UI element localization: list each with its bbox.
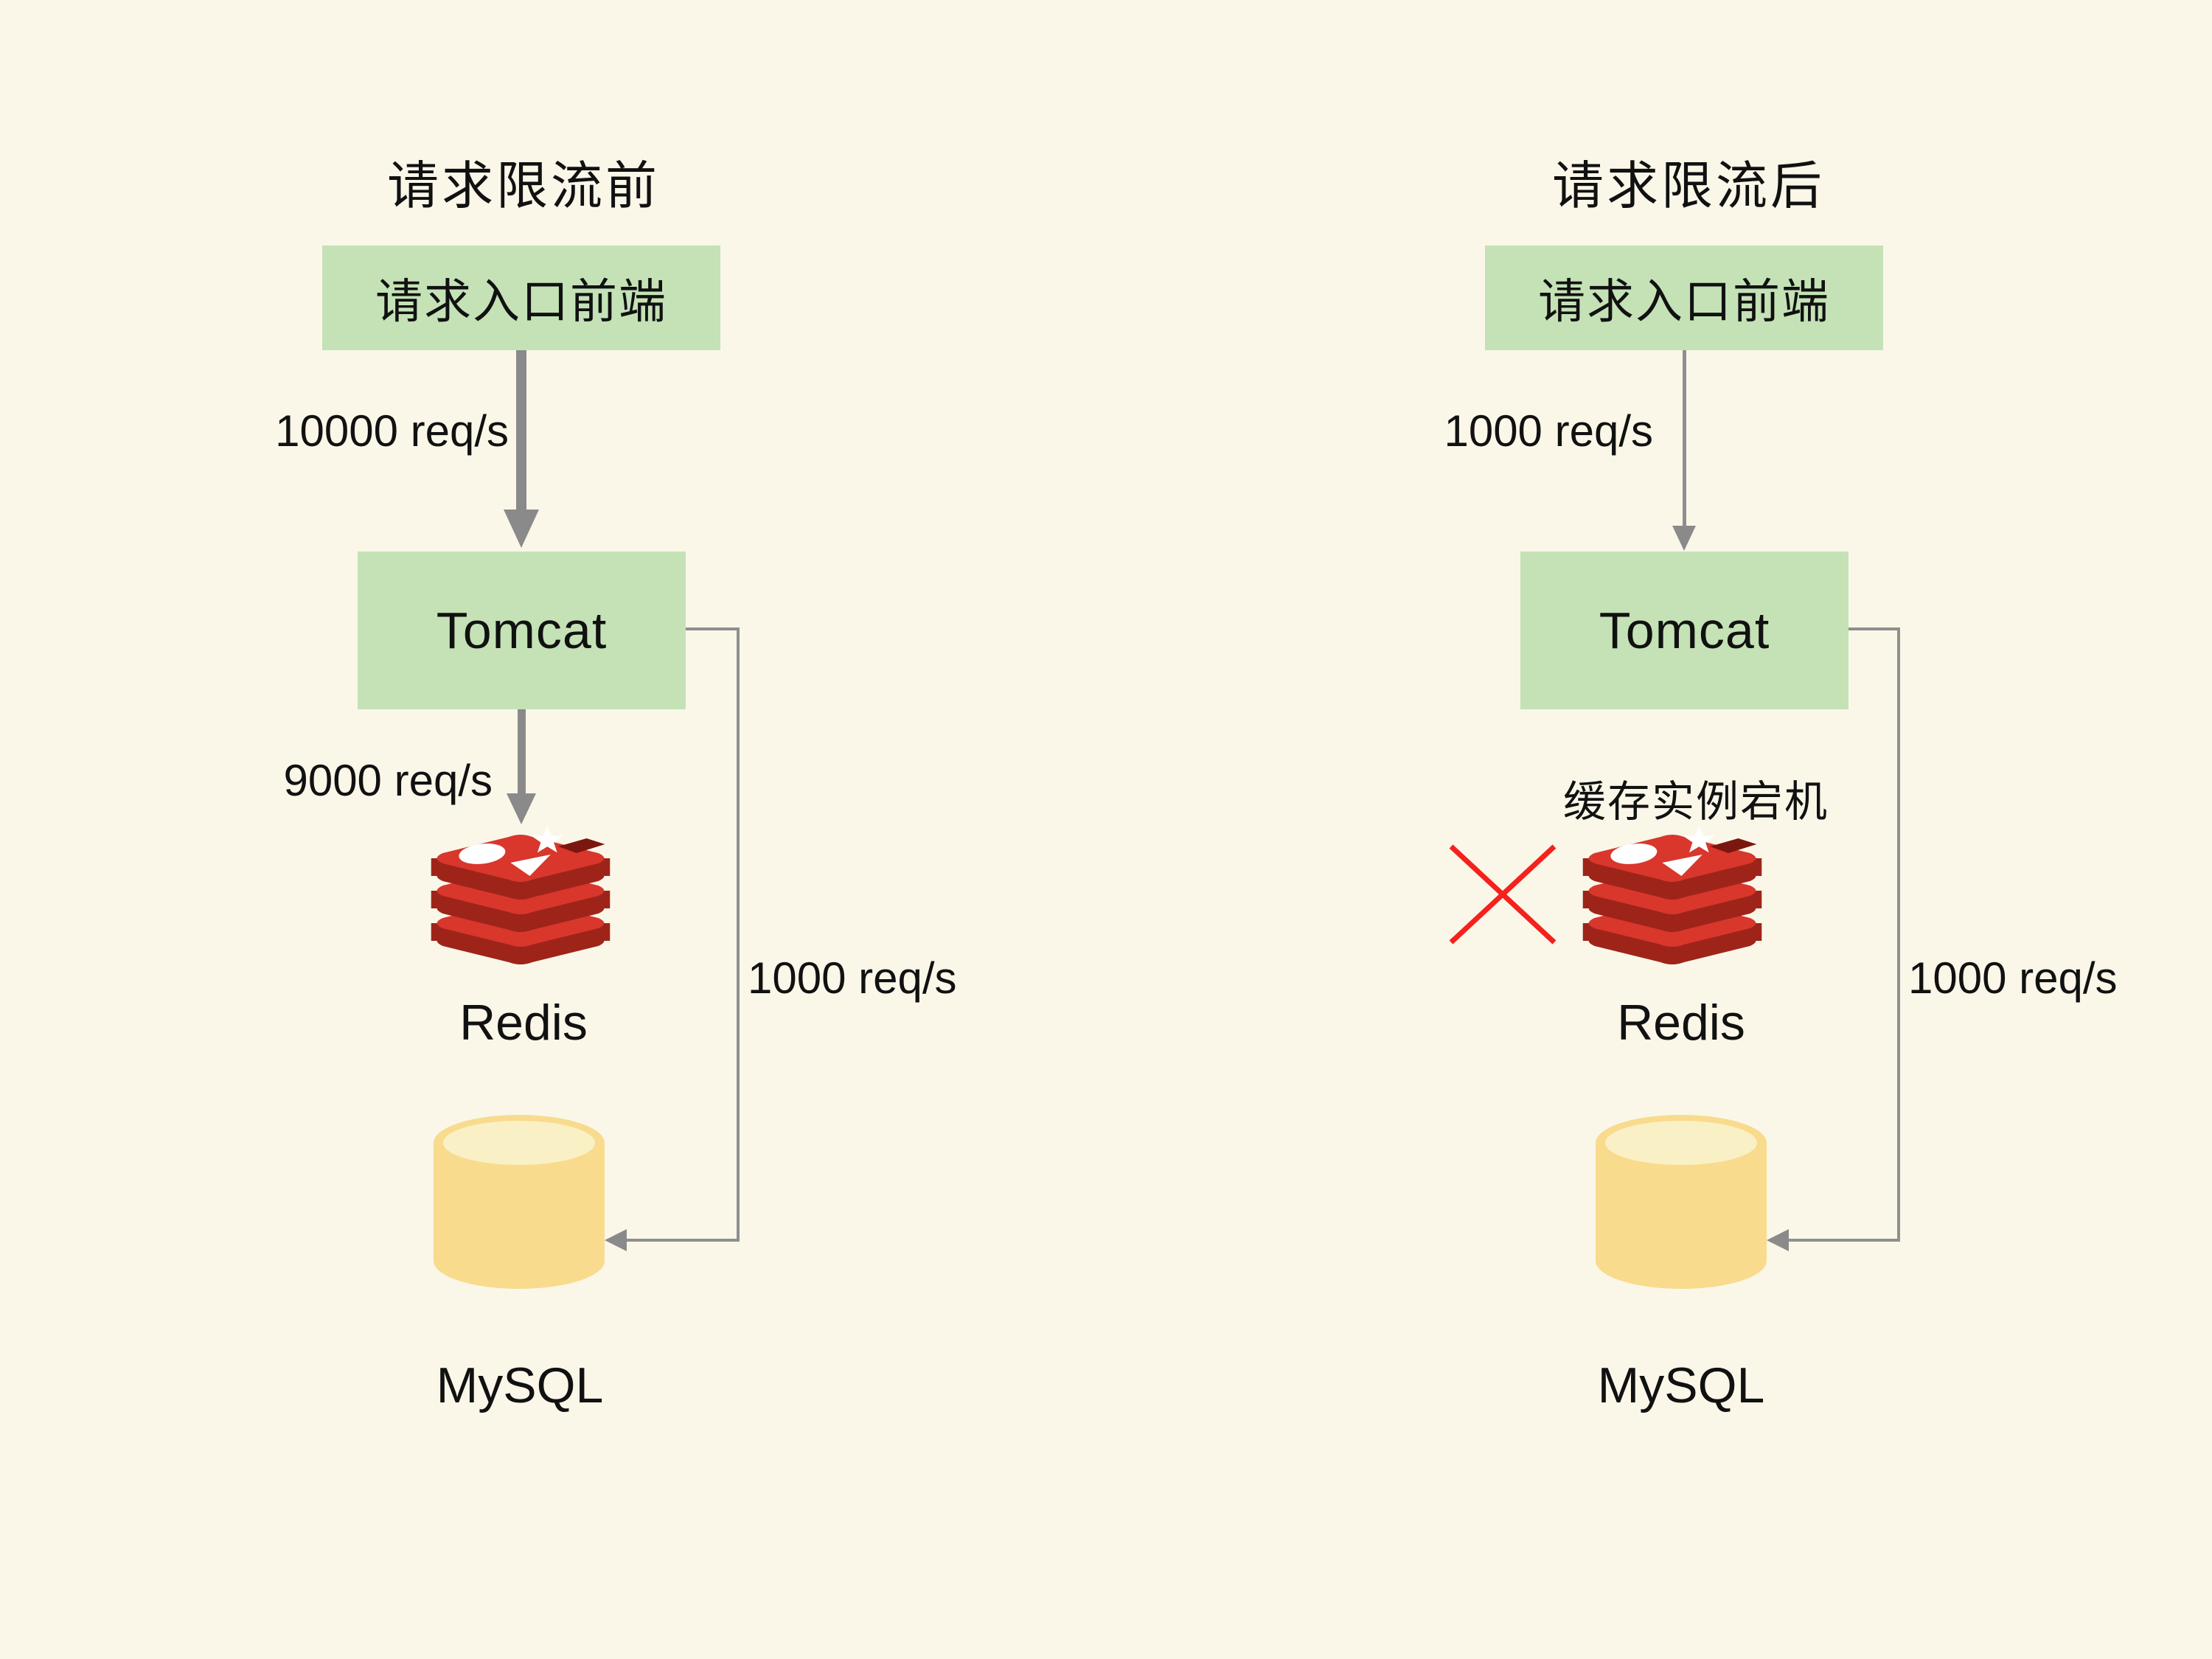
arrow-line (516, 350, 526, 511)
arrow-head-icon (507, 793, 536, 824)
panel-title-after: 请求限流后 (1552, 157, 1825, 215)
panel-title-before: 请求限流前 (387, 157, 660, 215)
mysql-label-before: MySQL (436, 1357, 604, 1413)
connector-segment (686, 627, 740, 630)
tomcat-box-after-label: Tomcat (1599, 602, 1770, 659)
mysql-rate-before: 1000 req/s (748, 953, 957, 1003)
connector-segment (627, 1239, 740, 1242)
redis-icon (1582, 826, 1762, 964)
connector-segment (1789, 1239, 1900, 1242)
tomcat-box-before-label: Tomcat (436, 602, 608, 659)
mysql-rate-after: 1000 req/s (1908, 953, 2118, 1003)
ingress-rate-before: 10000 req/s (275, 406, 509, 456)
frontend-box-before: 请求入口前端 (322, 246, 720, 350)
connector-segment (1897, 627, 1900, 1242)
frontend-box-after-label: 请求入口前端 (1538, 275, 1830, 328)
arrow-head-icon (1767, 1229, 1789, 1251)
redis-label-before: Redis (459, 995, 588, 1051)
frontend-box-before-label: 请求入口前端 (375, 275, 667, 328)
arrow-line (518, 709, 526, 795)
mysql-label-after: MySQL (1597, 1357, 1765, 1413)
frontend-box-after: 请求入口前端 (1485, 246, 1883, 350)
arrow-line (1683, 350, 1686, 527)
tomcat-box-after: Tomcat (1520, 552, 1848, 709)
ingress-rate-after: 1000 req/s (1444, 406, 1653, 456)
mysql-cylinder-icon (434, 1115, 605, 1289)
arrow-head-icon (1672, 526, 1696, 551)
redis-label-after: Redis (1617, 995, 1745, 1051)
arrow-head-icon (504, 509, 539, 548)
connector-segment (737, 627, 740, 1242)
cache-down-note: 缓存实例宕机 (1562, 778, 1829, 826)
connector-segment (1848, 627, 1900, 630)
tomcat-box-before: Tomcat (358, 552, 686, 709)
redis-icon (431, 826, 611, 964)
arrow-head-icon (605, 1229, 627, 1251)
redis-rate-before: 9000 req/s (283, 756, 493, 805)
mysql-cylinder-icon (1596, 1115, 1767, 1289)
crash-x-icon (1447, 842, 1559, 947)
